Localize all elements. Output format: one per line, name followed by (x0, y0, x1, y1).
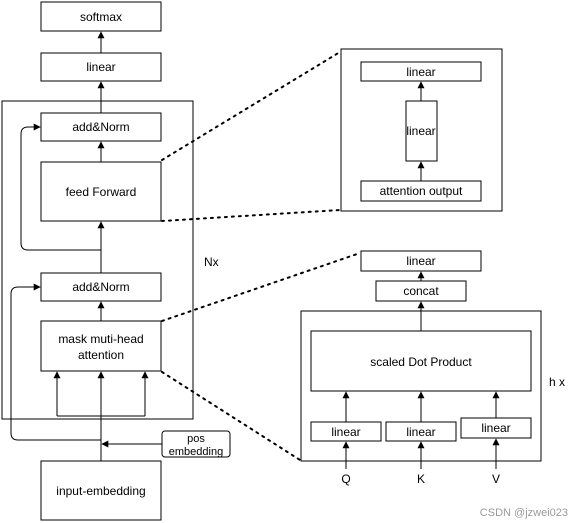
decoder-repeat-label: Nx (204, 255, 219, 269)
pos-embedding-label-line2: embedding (169, 446, 223, 458)
mask-attention-label-line1: mask muti-head (58, 332, 143, 346)
output-linear-label: linear (86, 60, 115, 74)
k-input-label: K (417, 472, 425, 486)
input-embedding-block: input-embedding (40, 460, 162, 521)
attention-detail-repeat-label: h x (549, 375, 565, 389)
ffn-detail-linear-top: linear (360, 61, 482, 82)
ffn-detail-attention-output: attention output (360, 180, 482, 202)
ffn-detail-linear-mid-label: linear (406, 124, 435, 138)
add-norm-bottom-label: add&Norm (72, 280, 129, 294)
attention-detail-linear-k: linear (385, 421, 457, 442)
watermark: CSDN @jzwei023 (480, 507, 568, 519)
attention-detail-linear-v-label: linear (481, 421, 510, 435)
attention-detail-linear-q-label: linear (331, 425, 360, 439)
pos-embedding-label-line1: pos (187, 433, 205, 445)
attention-detail-linear-out-label: linear (406, 254, 435, 268)
softmax-label: softmax (80, 10, 122, 24)
ffn-detail-linear-mid: linear (405, 100, 438, 162)
pos-embedding-block: pos embedding (161, 430, 231, 458)
attention-detail-linear-k-label: linear (406, 425, 435, 439)
feed-forward-block: feed Forward (40, 161, 162, 222)
v-input-label: V (492, 472, 500, 486)
callout-dotted-lines (161, 51, 361, 461)
q-input-label: Q (341, 472, 350, 486)
ffn-detail-linear-top-label: linear (406, 65, 435, 79)
mask-attention-label-line2: attention (78, 348, 124, 362)
feed-forward-label: feed Forward (66, 185, 137, 199)
input-embedding-label: input-embedding (56, 484, 145, 498)
add-norm-bottom-block: add&Norm (40, 272, 162, 302)
ffn-detail-attention-output-label: attention output (380, 184, 463, 198)
attention-detail-concat: concat (375, 280, 467, 302)
softmax-block: softmax (40, 1, 162, 32)
attention-detail-scaled-dot-product-label: scaled Dot Product (370, 355, 472, 369)
add-norm-top-label: add&Norm (72, 120, 129, 134)
attention-detail-linear-out: linear (360, 250, 482, 272)
attention-detail-linear-q: linear (310, 421, 382, 442)
left-stack-arrows (10, 31, 162, 461)
attention-detail-concat-label: concat (403, 284, 439, 298)
output-linear-block: linear (40, 52, 162, 82)
attention-detail-linear-v: linear (460, 417, 532, 439)
attention-detail-scaled-dot-product: scaled Dot Product (310, 330, 532, 392)
mask-attention-block: mask muti-head attention (40, 320, 162, 372)
attention-detail-arrows (342, 271, 500, 469)
add-norm-top-block: add&Norm (40, 112, 162, 142)
